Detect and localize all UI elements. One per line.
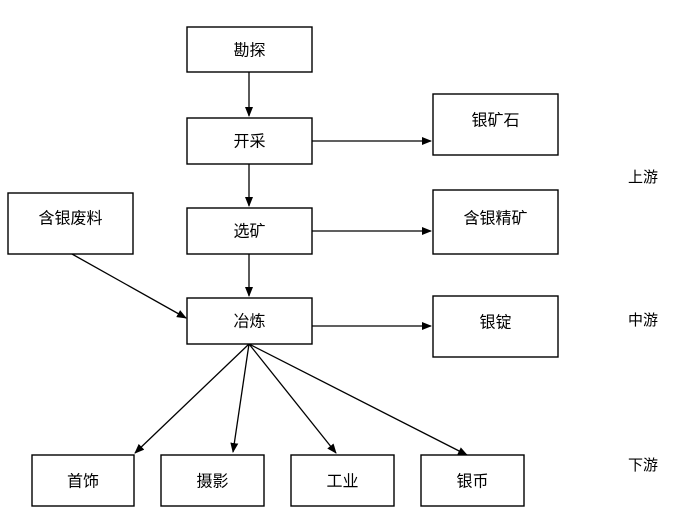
stage-midstream-label: 中游 [628,311,658,329]
node-yinkuangshi: 银矿石 [432,93,559,156]
node-yelian: 冶炼 [186,297,313,345]
node-kantan: 勘探 [186,26,313,73]
node-sheying-label: 摄影 [196,472,228,491]
node-yinding: 银锭 [432,295,559,358]
edges [71,72,468,456]
node-xuankuang-label: 选矿 [233,222,265,241]
node-yinkuangshi-label: 银矿石 [471,111,519,130]
node-xuankuang: 选矿 [186,207,313,255]
node-kaicai: 开采 [186,117,313,165]
stage-upstream-label: 上游 [628,168,658,186]
node-hanyinjingkuang-label: 含银精矿 [463,209,527,228]
node-yinbi-label: 银币 [456,472,488,491]
edge-yelian-shoushi [134,343,250,454]
node-kantan-label: 勘探 [233,41,265,60]
node-yelian-label: 冶炼 [233,312,265,331]
node-shoushi-label: 首饰 [67,472,99,491]
node-gongye: 工业 [290,454,395,507]
node-hanyinfeiliao-label: 含银废料 [38,209,102,228]
node-gongye-label: 工业 [326,472,358,491]
node-kaicai-label: 开采 [233,132,265,151]
edge-hanyinfeiliao-yelian [71,253,187,319]
node-yinbi: 银币 [420,454,525,507]
node-yinding-label: 银锭 [479,313,511,332]
edge-yelian-yinbi [248,343,468,456]
node-hanyinfeiliao: 含银废料 [7,192,134,255]
edge-yelian-gongye [248,343,337,454]
node-sheying: 摄影 [160,454,265,507]
node-hanyinjingkuang: 含银精矿 [432,189,559,255]
edge-yelian-sheying [230,343,250,453]
stage-downstream-label: 下游 [628,456,658,474]
node-shoushi: 首饰 [31,454,135,507]
